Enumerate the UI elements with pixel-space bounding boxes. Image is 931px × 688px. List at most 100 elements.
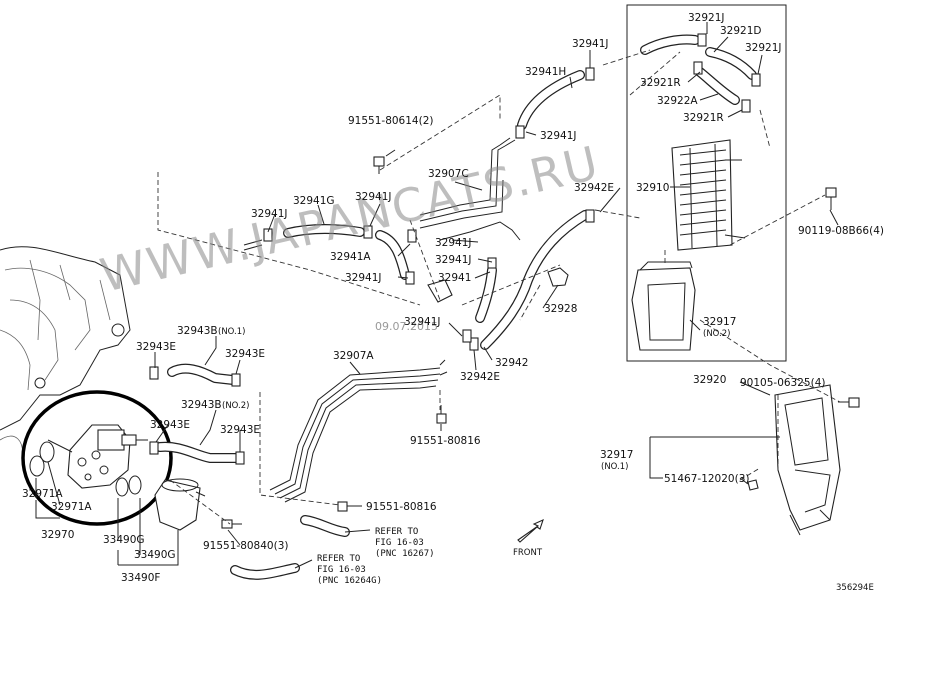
transmission-housing — [0, 246, 131, 461]
bolt-90119-08b66 — [825, 187, 837, 210]
hose-32943b-no2 — [155, 441, 243, 463]
hose-32943b-no1 — [167, 363, 238, 385]
callout-32943b-no2-sub: (NO.2) — [222, 401, 249, 411]
callout-32921j: 32921J — [745, 42, 782, 54]
hose-32941g — [283, 224, 365, 238]
refer-note-2-line2: FIG 16-03 — [317, 565, 366, 575]
callout-32917-no1-sub: (NO.1) — [601, 462, 628, 472]
callout-32941j: 32941J — [404, 316, 441, 328]
callout-32941j: 32941J — [355, 191, 392, 203]
callout-32907a: 32907A — [333, 350, 374, 362]
bolt-91551-80816-a — [436, 405, 447, 424]
callout-32921j: 32921J — [688, 12, 725, 24]
hose-32942 — [480, 210, 590, 350]
o-ring-33490g-1 — [115, 477, 129, 497]
short-pipe-left — [243, 239, 263, 251]
callout-32942: 32942 — [495, 357, 528, 369]
front-label: FRONT — [513, 548, 543, 558]
callout-32943b-no1-sub: (NO.1) — [218, 327, 245, 337]
highlight-circle — [21, 390, 173, 526]
callout-32943e: 32943E — [225, 348, 265, 360]
callout-32942e: 32942E — [460, 371, 500, 383]
callout-32921r: 32921R — [640, 77, 681, 89]
oil-cooler-32910 — [671, 139, 746, 251]
callout-32941j: 32941J — [572, 38, 609, 50]
callout-32941j: 32941J — [540, 130, 577, 142]
hose-32941a — [375, 230, 410, 280]
valve-body — [47, 424, 148, 489]
oil-filter — [154, 478, 206, 531]
duct-32917-no2 — [631, 261, 696, 351]
callout-32921r: 32921R — [683, 112, 724, 124]
refer-note-1-line1: REFER TO — [375, 527, 418, 537]
callout-90105-06325: 90105-06325(4) — [740, 377, 825, 389]
callout-32970: 32970 — [41, 529, 74, 541]
hose-32941 — [475, 265, 497, 323]
callout-32941g: 32941G — [293, 195, 335, 207]
bolt-90105-06325 — [838, 397, 860, 408]
bolt-91551-80840 — [221, 519, 242, 529]
o-ring-32971a-2 — [39, 441, 55, 463]
hose-refer-16264g — [230, 563, 300, 580]
callout-32941j: 32941J — [251, 208, 288, 220]
refer-note-1-line2: FIG 16-03 — [375, 538, 424, 548]
callout-32943e: 32943E — [220, 424, 260, 436]
pipe-32907c — [419, 137, 521, 241]
refer-note-2-line3: (PNC 16264G) — [317, 576, 382, 586]
callout-32941a: 32941A — [330, 251, 371, 263]
callout-32917-no1: 32917 — [600, 449, 633, 461]
callout-32941: 32941 — [438, 272, 471, 284]
callout-32941j: 32941J — [345, 272, 382, 284]
callout-32917-no2-sub: (NO.2) — [703, 329, 730, 339]
hose-upper-left — [640, 34, 700, 55]
refer-note-2-line1: REFER TO — [317, 554, 360, 564]
bolt-91551-80614 — [373, 156, 385, 174]
clip-51467-12020 — [747, 479, 759, 491]
hose-32922a — [695, 67, 740, 105]
o-ring-33490g-2 — [128, 475, 142, 495]
hose-refer-16267 — [300, 515, 350, 537]
callout-32971a: 32971A — [51, 501, 92, 513]
clamps — [149, 33, 761, 465]
front-arrow-icon — [517, 518, 544, 543]
callout-32910: 32910 — [636, 182, 669, 194]
figure-code: 356294E — [836, 583, 874, 593]
callout-32928: 32928 — [544, 303, 577, 315]
hose-32941h — [517, 70, 585, 130]
pipe-32907a — [269, 359, 448, 503]
callout-91551-80816: 91551-80816 — [366, 501, 437, 513]
callout-32943e: 32943E — [136, 341, 176, 353]
callout-91551-80840: 91551-80840(3) — [203, 540, 288, 552]
part-32941-clip — [427, 279, 453, 303]
dashed-guides — [157, 49, 841, 525]
callout-32941j: 32941J — [435, 254, 472, 266]
refer-note-1-line3: (PNC 16267) — [375, 549, 435, 559]
callout-33490g: 33490G — [103, 534, 145, 546]
callout-33490f: 33490F — [121, 572, 160, 584]
callout-32917-no2: 32917 — [703, 316, 736, 328]
duct-32917-no1 — [774, 384, 841, 536]
callout-90119-08b66: 90119-08B66(4) — [798, 225, 884, 237]
callout-32941j: 32941J — [435, 237, 472, 249]
bracket-32928 — [547, 267, 569, 287]
callout-32971a: 32971A — [22, 488, 63, 500]
callout-32920: 32920 — [693, 374, 726, 386]
callout-32942e: 32942E — [574, 182, 614, 194]
callout-32907c: 32907C — [428, 168, 469, 180]
callout-91551-80816: 91551-80816 — [410, 435, 481, 447]
callout-51467-12020: 51467-12020(3) — [664, 473, 749, 485]
cooler-group-frame — [626, 4, 787, 362]
callout-33490g: 33490G — [134, 549, 176, 561]
callout-32941h: 32941H — [525, 66, 566, 78]
watermark-date: 09.07.2015 — [375, 320, 438, 333]
hose-32921d — [705, 47, 757, 80]
o-ring-32971a-1 — [29, 455, 45, 477]
callout-32922a: 32922A — [657, 95, 698, 107]
callout-32943b-no1: 32943B — [177, 325, 218, 337]
callout-32943e: 32943E — [150, 419, 190, 431]
callout-32943b-no2: 32943B — [181, 399, 222, 411]
leader-lines — [35, 22, 839, 569]
callout-32921d: 32921D — [720, 25, 762, 37]
callout-91551-80614: 91551-80614(2) — [348, 115, 433, 127]
